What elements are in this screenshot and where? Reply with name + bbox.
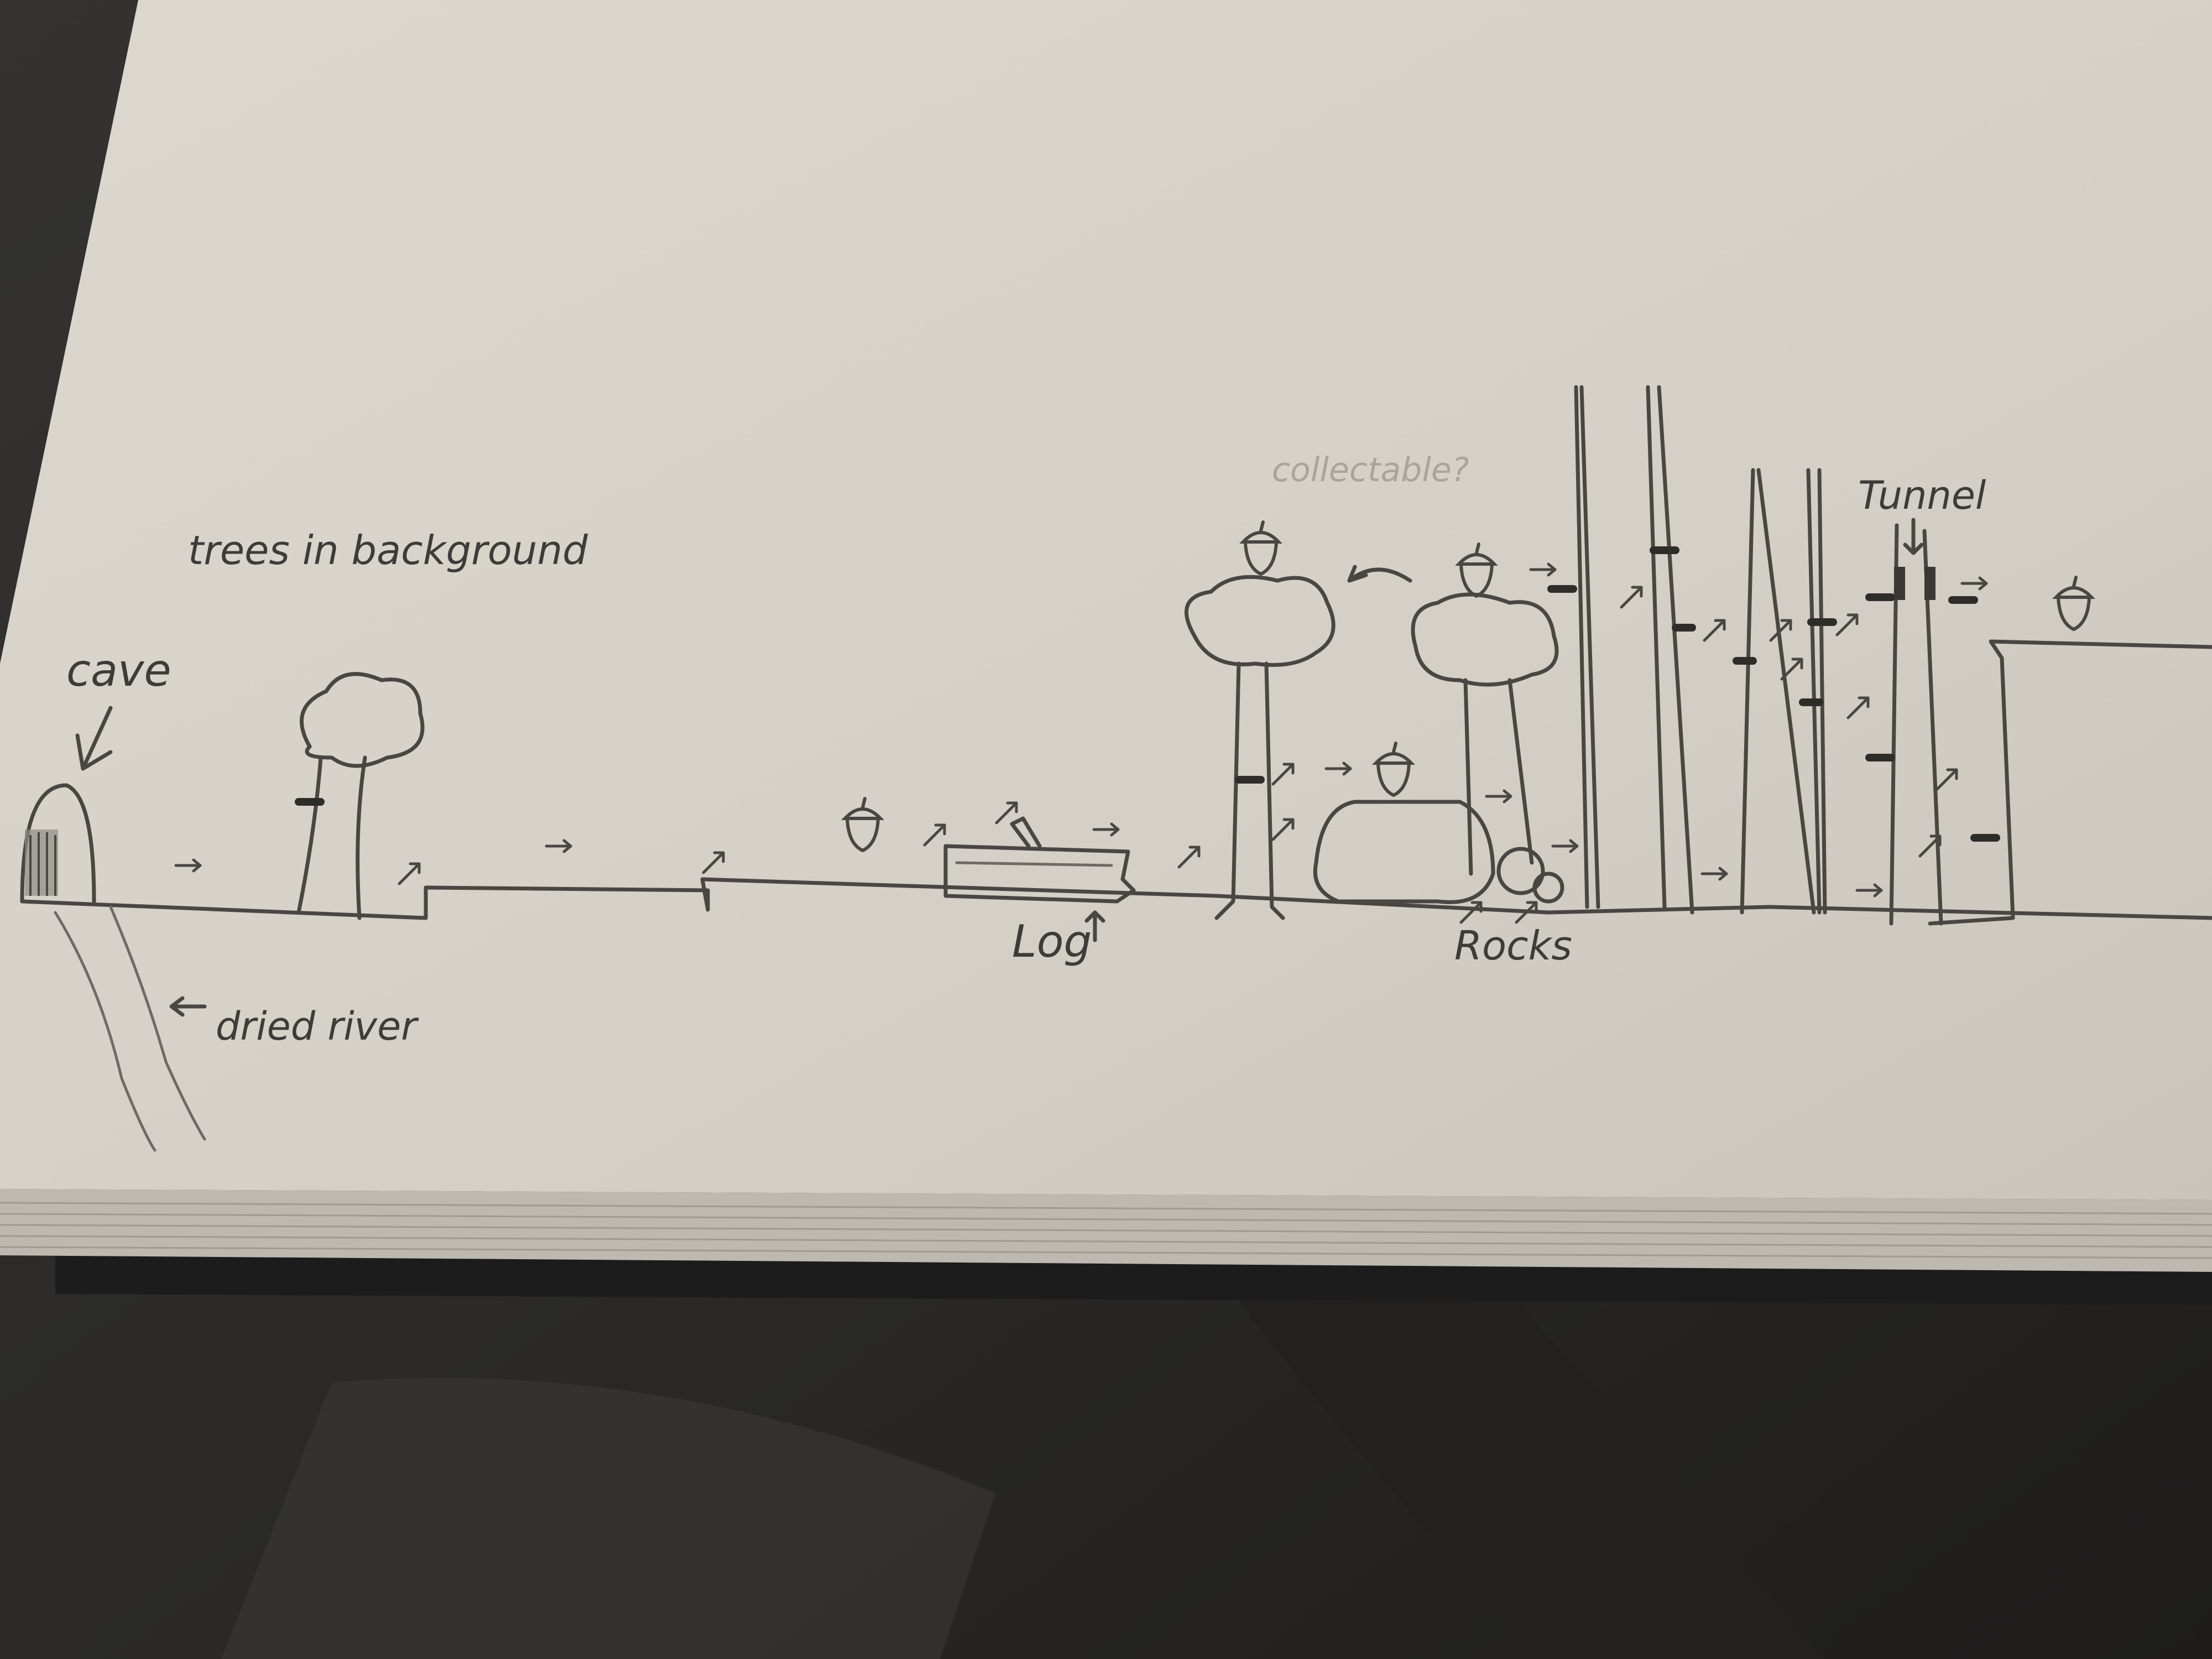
label-log: Log [1012,916,1092,967]
label-rocks: Rocks [1454,922,1572,969]
label-collectable: collectable? [1272,451,1469,489]
label-cave: cave [66,645,171,696]
label-dried-river: dried river [216,1004,419,1049]
label-trees-in-background: trees in background [188,527,588,573]
label-tunnel: Tunnel [1858,473,1986,518]
